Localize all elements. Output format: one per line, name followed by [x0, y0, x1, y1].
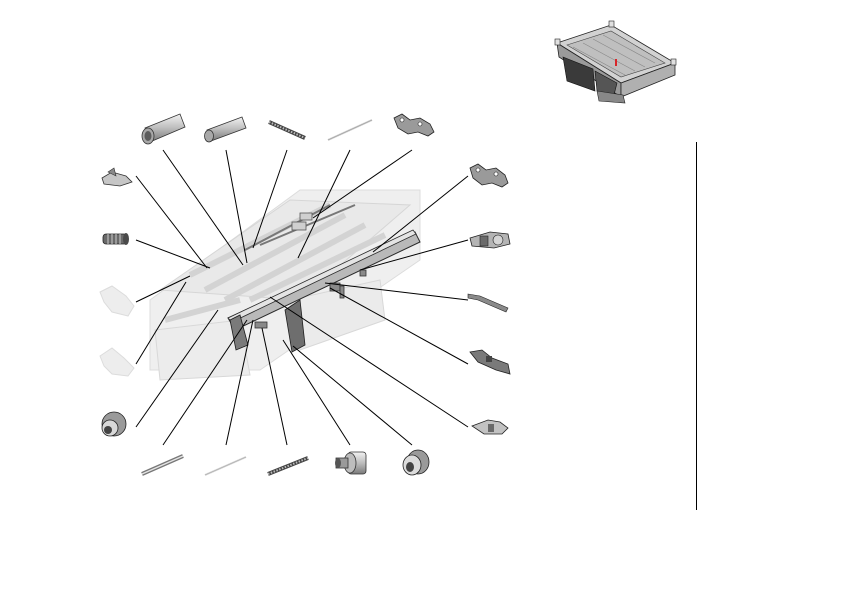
leader-seal-upper	[135, 275, 191, 303]
leader-screw-bottom	[261, 327, 288, 446]
spring-coil	[268, 120, 306, 140]
leader-tube-large	[162, 149, 244, 266]
leader-thin-rod	[297, 149, 351, 259]
leader-strip-right	[324, 282, 469, 301]
leader-clip-top-left	[135, 175, 208, 269]
flanged-bushing-bottom	[402, 449, 430, 476]
thumb-right-side	[620, 62, 676, 98]
tube-roller-medium	[204, 116, 247, 143]
gasket-plate-top	[393, 113, 435, 137]
gasket-plate-right	[469, 163, 509, 188]
lever-bracket-right	[469, 349, 511, 375]
leader-spring	[252, 149, 288, 249]
seal-pad-lower	[99, 347, 135, 377]
spring-coil-small	[102, 233, 129, 245]
chassis-assembly	[149, 189, 421, 381]
clip-bracket-top-left	[101, 167, 133, 187]
page-margin-rule	[696, 142, 697, 510]
thumb-foot	[596, 90, 626, 104]
flanged-bushing-left	[101, 411, 127, 437]
thin-rod	[327, 119, 373, 141]
leader-flanged-bottom	[292, 345, 413, 446]
thumb-lower-mech	[562, 56, 596, 92]
thin-rod-bottom	[204, 456, 247, 476]
leader-rod-bottom	[225, 319, 254, 446]
tube-roller-large	[141, 113, 186, 145]
leader-bushing-left	[135, 309, 219, 428]
leader-gasket-top	[312, 149, 413, 219]
rear-bracket	[284, 299, 306, 353]
latch-clip-right	[471, 419, 509, 435]
assembled-unit-thumbnail	[553, 5, 679, 135]
leader-bracket-right	[359, 239, 469, 271]
leader-spring-small	[135, 239, 211, 269]
leader-latch-right	[269, 296, 469, 428]
leader-lines	[135, 149, 469, 446]
screw-rod-bottom	[267, 456, 309, 476]
tray-clips	[291, 212, 313, 231]
leader-tube-medium	[225, 149, 248, 264]
seal-pad-upper	[99, 285, 135, 317]
tray-rods	[244, 204, 356, 251]
strip-right	[467, 293, 509, 313]
stepped-bushing	[335, 451, 367, 475]
leader-stepped-bushing	[282, 339, 351, 446]
leader-seal-lower	[135, 281, 187, 365]
bracket-right-upper	[469, 231, 511, 249]
thumb-tray-inner	[566, 30, 666, 78]
leader-lever-right	[329, 287, 469, 365]
leader-gasket-right	[372, 175, 469, 253]
chassis-ghost-base	[154, 319, 251, 381]
leader-shaft-bottom	[162, 319, 248, 446]
shaft-rod-bottom	[141, 454, 184, 476]
thumb-highlight-marker	[615, 59, 617, 66]
